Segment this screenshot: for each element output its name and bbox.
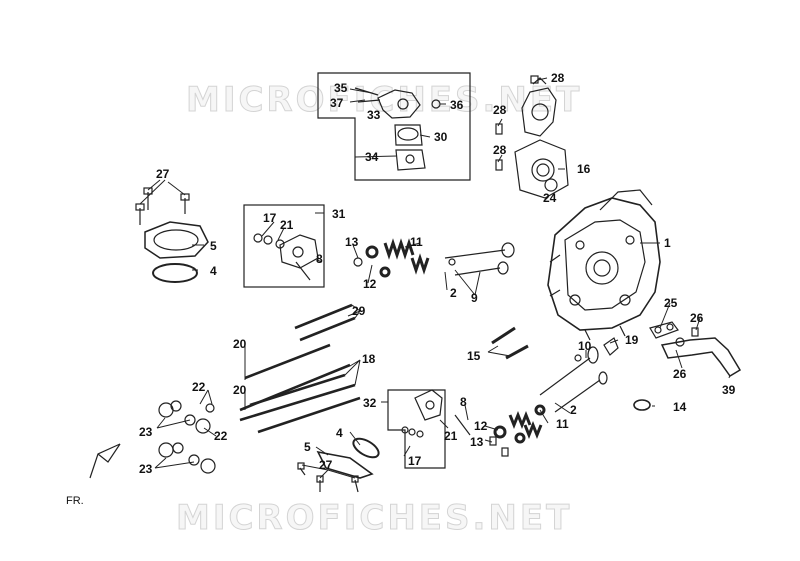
callout-26-upper: 26 bbox=[690, 311, 704, 325]
callout-23-upper: 23 bbox=[139, 425, 153, 439]
callout-28-top: 28 bbox=[551, 71, 565, 85]
callout-4-upper: 4 bbox=[210, 264, 217, 278]
callout-28-low: 28 bbox=[493, 143, 507, 157]
callout-17-lower: 17 bbox=[408, 454, 422, 468]
callout-1: 1 bbox=[664, 236, 671, 250]
callout-19: 19 bbox=[625, 333, 639, 347]
callout-20-lower: 20 bbox=[233, 383, 247, 397]
callout-26-lower: 26 bbox=[673, 367, 687, 381]
rocker-arm-31-drawing bbox=[253, 233, 319, 281]
callout-25: 25 bbox=[664, 296, 678, 310]
callout-9: 9 bbox=[471, 291, 478, 305]
callout-22-upper: 22 bbox=[192, 380, 206, 394]
studs-drawing bbox=[239, 303, 361, 434]
callout-2-lower: 2 bbox=[570, 403, 577, 417]
callout-27-upper: 27 bbox=[156, 167, 170, 181]
callout-22-lower: 22 bbox=[214, 429, 228, 443]
callout-5-upper: 5 bbox=[210, 239, 217, 253]
bolts-13-lower bbox=[489, 436, 509, 457]
callout-33: 33 bbox=[367, 108, 381, 122]
watermark-bottom: MICROFICHES.NET bbox=[175, 498, 573, 539]
bolts-27-lower bbox=[297, 462, 359, 493]
cover-5-lower bbox=[316, 450, 374, 479]
callout-35: 35 bbox=[334, 81, 348, 95]
callout-21-upper: 21 bbox=[280, 218, 294, 232]
callout-13-upper: 13 bbox=[345, 235, 359, 249]
valves-10-drawing bbox=[539, 346, 608, 413]
gasket-4-upper bbox=[152, 263, 198, 283]
callout-12-lower: 12 bbox=[474, 419, 488, 433]
callout-8: 8 bbox=[316, 252, 323, 266]
callout-29: 29 bbox=[352, 304, 366, 318]
callout-17-upper: 17 bbox=[263, 211, 277, 225]
watermark-top: MICROFICHES.NET bbox=[185, 80, 583, 121]
callout-23-lower: 23 bbox=[139, 462, 153, 476]
callout-18: 18 bbox=[362, 352, 376, 366]
callout-32: 32 bbox=[363, 396, 377, 410]
callout-21-lower: 21 bbox=[444, 429, 458, 443]
callout-12-upper: 12 bbox=[363, 277, 377, 291]
leader-lines bbox=[139, 77, 731, 479]
callout-16: 16 bbox=[577, 162, 591, 176]
callout-28-mid: 28 bbox=[493, 103, 507, 117]
callout-8-pin: 8 bbox=[460, 395, 467, 409]
callout-30: 30 bbox=[434, 130, 448, 144]
callout-14: 14 bbox=[673, 400, 687, 414]
valves-9-drawing bbox=[444, 242, 515, 276]
group-box-31 bbox=[243, 204, 325, 288]
callout-5-lower: 5 bbox=[304, 440, 311, 454]
cover-5-upper-drawing bbox=[144, 221, 209, 259]
o-ring-14 bbox=[633, 399, 651, 411]
gasket-4-lower bbox=[352, 437, 380, 459]
front-label: FR. bbox=[66, 495, 84, 507]
sensor-19-drawing bbox=[603, 337, 619, 356]
callout-11-upper: 11 bbox=[410, 235, 423, 249]
springs-11-lower bbox=[493, 404, 546, 444]
rocker-arm-32-drawing bbox=[401, 389, 471, 438]
springs-11-upper bbox=[353, 238, 430, 278]
thermostat-housing-drawing bbox=[514, 77, 569, 199]
group-box-top bbox=[317, 72, 471, 181]
group-box-32 bbox=[387, 389, 446, 469]
callout-34: 34 bbox=[365, 150, 379, 164]
callout-27-lower: 27 bbox=[319, 458, 333, 472]
callout-31: 31 bbox=[332, 207, 346, 221]
callout-24: 24 bbox=[543, 191, 557, 205]
front-arrow-icon bbox=[89, 443, 121, 479]
callout-37: 37 bbox=[330, 96, 344, 110]
callout-20-upper: 20 bbox=[233, 337, 247, 351]
callout-2-upper: 2 bbox=[450, 286, 457, 300]
callout-10: 10 bbox=[578, 339, 592, 353]
callout-15: 15 bbox=[467, 349, 481, 363]
cylinder-head-drawing bbox=[547, 189, 661, 341]
bolts-27-upper bbox=[135, 187, 190, 225]
water-pipe-39-drawing bbox=[649, 321, 742, 377]
callout-39: 39 bbox=[722, 383, 736, 397]
callout-13-lower: 13 bbox=[470, 435, 484, 449]
callout-36: 36 bbox=[450, 98, 464, 112]
nuts-22-23-drawing bbox=[158, 400, 216, 474]
callout-11-lower: 11 bbox=[556, 417, 569, 431]
callout-4-lower: 4 bbox=[336, 426, 343, 440]
